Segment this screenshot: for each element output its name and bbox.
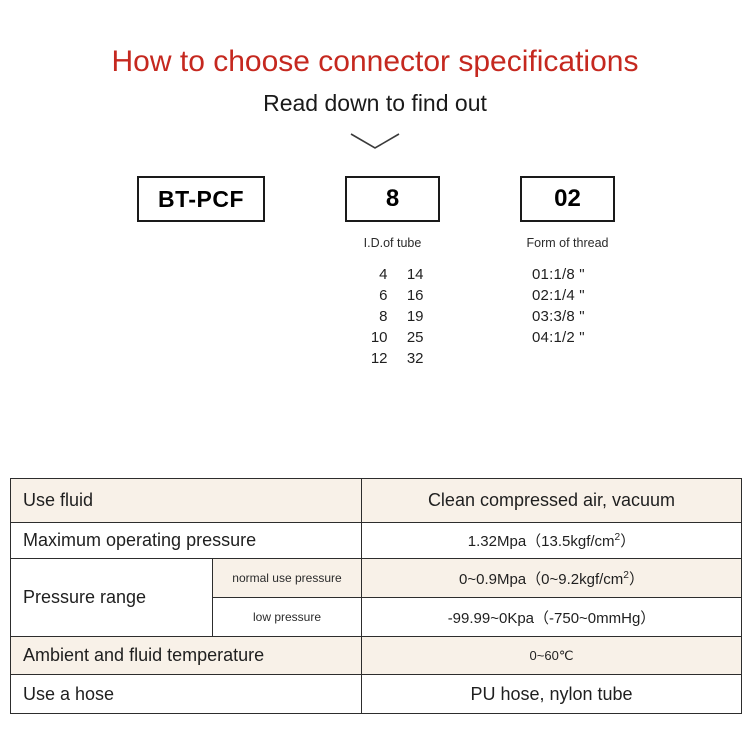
spec-value-max-pressure: 1.32Mpa（13.5kgf/cm2） bbox=[361, 522, 742, 559]
tube-id-option-a: 4 bbox=[379, 266, 388, 283]
spec-value-hose: PU hose, nylon tube bbox=[361, 674, 742, 714]
tube-id-option-b: 16 bbox=[406, 287, 424, 304]
spec-value-temperature: 0~60℃ bbox=[361, 636, 742, 675]
list-item: 02:1/4 " bbox=[532, 287, 585, 304]
spec-value-low-pressure: -99.99~0Kpa（-750~0mmHg） bbox=[361, 597, 742, 637]
tube-id-option-a: 10 bbox=[370, 329, 388, 346]
max-pressure-suffix: ） bbox=[620, 533, 636, 550]
table-row: Use fluid Clean compressed air, vacuum bbox=[10, 478, 742, 523]
tube-id-option-b: 32 bbox=[406, 350, 424, 367]
list-item: 03:3/8 " bbox=[532, 308, 585, 325]
list-item: 12 32 bbox=[345, 348, 440, 369]
list-item: 8 19 bbox=[345, 306, 440, 327]
spec-label-max-pressure: Maximum operating pressure bbox=[10, 522, 362, 559]
normal-pressure-exponent: 2 bbox=[623, 569, 629, 581]
normal-pressure-suffix: ） bbox=[628, 570, 644, 588]
table-row: Maximum operating pressure 1.32Mpa（13.5k… bbox=[10, 522, 742, 559]
tube-id-option-a: 6 bbox=[379, 287, 388, 304]
max-pressure-prefix: 1.32Mpa（13.5kgf/cm bbox=[467, 533, 615, 550]
tube-id-option-a: 8 bbox=[379, 308, 388, 325]
list-item: 01:1/8 " bbox=[532, 266, 585, 283]
spec-label-pressure-range: Pressure range bbox=[10, 558, 213, 637]
specification-table: Use fluid Clean compressed air, vacuum M… bbox=[10, 478, 742, 714]
spec-label-use-fluid: Use fluid bbox=[10, 478, 362, 523]
page-title: How to choose connector specifications bbox=[111, 45, 639, 78]
page-subtitle: Read down to find out bbox=[263, 90, 487, 116]
chevron-down-container bbox=[0, 130, 750, 164]
spec-label-hose: Use a hose bbox=[10, 674, 362, 714]
list-item: 6 16 bbox=[345, 285, 440, 306]
tube-id-option-b: 19 bbox=[406, 308, 424, 325]
specification-table-container: Use fluid Clean compressed air, vacuum M… bbox=[10, 478, 742, 714]
thread-option-list: 01:1/8 " 02:1/4 " 03:3/8 " 04:1/2 " bbox=[520, 264, 642, 348]
list-item: 4 14 bbox=[345, 264, 440, 285]
tube-id-option-b: 14 bbox=[406, 266, 424, 283]
table-row: Ambient and fluid temperature 0~60℃ bbox=[10, 636, 742, 675]
page-header: How to choose connector specifications R… bbox=[0, 0, 750, 118]
thread-code-box: 02 bbox=[520, 176, 615, 222]
normal-pressure-prefix: 0~0.9Mpa（0~9.2kgf/cm bbox=[459, 570, 624, 588]
tube-id-caption: I.D.of tube bbox=[363, 236, 422, 250]
list-item: 04:1/2 " bbox=[532, 329, 585, 346]
series-code-box: BT-PCF bbox=[137, 176, 265, 222]
tube-id-code-box: 8 bbox=[345, 176, 440, 222]
spec-sublabel-low-pressure: low pressure bbox=[212, 597, 362, 637]
max-pressure-exponent: 2 bbox=[614, 532, 621, 543]
code-breakdown-area: BT-PCF 8 I.D.of tube 4 14 6 16 8 19 10 2… bbox=[0, 168, 750, 383]
table-row: Pressure range normal use pressure 0~0.9… bbox=[10, 558, 742, 637]
tube-id-option-a: 12 bbox=[370, 350, 388, 367]
spec-value-normal-use-pressure: 0~0.9Mpa（0~9.2kgf/cm2） bbox=[361, 558, 742, 598]
thread-caption: Form of thread bbox=[526, 236, 609, 250]
spec-sublabel-normal-use-pressure: normal use pressure bbox=[212, 558, 362, 598]
tube-id-option-list: 4 14 6 16 8 19 10 25 12 32 bbox=[345, 264, 440, 369]
spec-value-use-fluid: Clean compressed air, vacuum bbox=[361, 478, 742, 523]
spec-label-temperature: Ambient and fluid temperature bbox=[10, 636, 362, 675]
list-item: 10 25 bbox=[345, 327, 440, 348]
table-row: Use a hose PU hose, nylon tube bbox=[10, 674, 742, 714]
tube-id-option-b: 25 bbox=[406, 329, 424, 346]
chevron-down-icon bbox=[350, 133, 400, 149]
